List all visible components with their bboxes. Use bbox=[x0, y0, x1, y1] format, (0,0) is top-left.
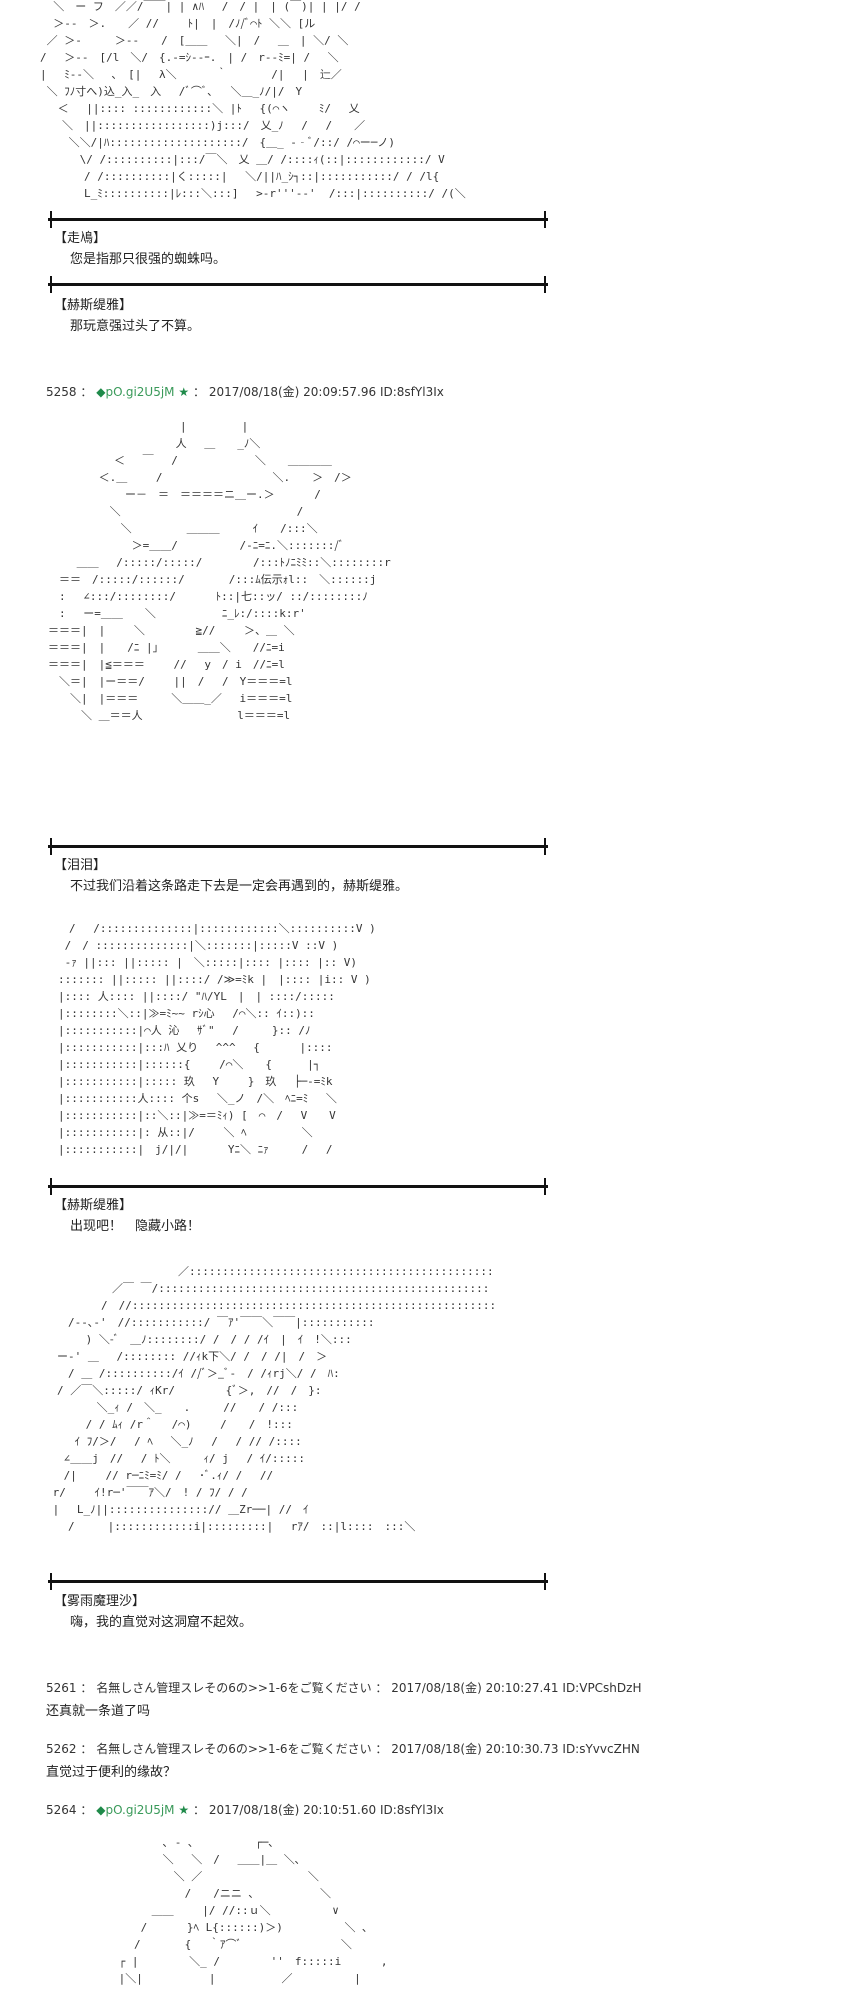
trip-code: pO.gi2U5jM bbox=[105, 385, 175, 399]
divider-rule bbox=[48, 276, 548, 293]
post-header-5258: 5258 ： ◆pO.gi2U5jM ★ ： 2017/08/18(金) 20:… bbox=[46, 383, 444, 400]
post-id: ID:sYvvcZHN bbox=[562, 1742, 640, 1756]
speaker-label: 【赫斯缇雅】 bbox=[54, 1198, 133, 1213]
post-id: ID:8sfYl3Ix bbox=[379, 1803, 444, 1817]
divider-rule bbox=[48, 838, 548, 855]
dialogue-line: 嗨，我的直觉对这洞窟不起效。 bbox=[70, 1615, 253, 1630]
separator: ： bbox=[192, 1803, 205, 1817]
poster-name: 名無しさん管理スレその6の>>1-6をご覧ください bbox=[96, 1681, 372, 1695]
ascii-art-block-5: ､ ‐ ､ ┌─､ ＼ ＼ / ＿＿|＿ ＼､ ＼ ／ ＼ / /ニニ ､ ＼ … bbox=[118, 1836, 388, 1985]
star-icon: ★ bbox=[178, 1803, 190, 1817]
ascii-art-block-3: / /::::::::::::::|::::::::::::＼:::::::::… bbox=[58, 922, 376, 1156]
post-header-5261: 5261 ： 名無しさん管理スレその6の>>1-6をご覧ください ： 2017/… bbox=[46, 1679, 641, 1696]
separator: ： bbox=[80, 385, 93, 399]
ascii-art-block-1: ＼ ー フ ／／/￣￣| | ∧ﾊ / / | | (￣)| | |/ / ＞-… bbox=[40, 0, 466, 200]
post-number[interactable]: 5262 bbox=[46, 1742, 77, 1756]
separator: ： bbox=[80, 1803, 93, 1817]
post-id: ID:8sfYl3Ix bbox=[379, 385, 444, 399]
star-icon: ★ bbox=[178, 385, 190, 399]
ascii-art-block-4: ／:::::::::::::::::::::::::::::::::::::::… bbox=[52, 1265, 497, 1533]
post-body: 直觉过于便利的缘故？ bbox=[46, 1765, 177, 1780]
post-header-5262: 5262 ： 名無しさん管理スレその6の>>1-6をご覧ください ： 2017/… bbox=[46, 1740, 640, 1757]
divider-rule bbox=[48, 211, 548, 228]
dialogue-line: 出现吧！ 隐藏小路！ bbox=[70, 1219, 201, 1234]
separator: ： bbox=[375, 1742, 388, 1756]
post-number[interactable]: 5264 bbox=[46, 1803, 77, 1817]
speaker-label: 【走鳰】 bbox=[54, 231, 107, 246]
trip-code: pO.gi2U5jM bbox=[105, 1803, 175, 1817]
speaker-label: 【雾雨魔理沙】 bbox=[54, 1594, 146, 1609]
trip-diamond-icon: ◆ bbox=[96, 1803, 106, 1817]
dialogue-line: 那玩意强过头了不算。 bbox=[70, 319, 201, 334]
dialogue-line: 不过我们沿着这条路走下去是一定会再遇到的，赫斯缇雅。 bbox=[70, 879, 409, 894]
post-date: 2017/08/18(金) 20:10:27.41 bbox=[391, 1681, 559, 1695]
speaker-label: 【赫斯缇雅】 bbox=[54, 298, 133, 313]
post-body: 还真就一条道了吗 bbox=[46, 1704, 151, 1719]
post-number[interactable]: 5261 bbox=[46, 1681, 77, 1695]
post-date: 2017/08/18(金) 20:10:30.73 bbox=[391, 1742, 559, 1756]
post-number[interactable]: 5258 bbox=[46, 385, 77, 399]
separator: ： bbox=[80, 1681, 93, 1695]
post-date: 2017/08/18(金) 20:10:51.60 bbox=[208, 1803, 377, 1817]
separator: ： bbox=[375, 1681, 388, 1695]
ascii-art-block-2: | | 人 ＿ _ﾉ＼ ＜ ￣ / ＼ ＿＿＿＿ ＜.＿ / ＼. ＞ /＞ ー… bbox=[48, 420, 391, 722]
divider-rule bbox=[48, 1178, 548, 1195]
post-header-5264: 5264 ： ◆pO.gi2U5jM ★ ： 2017/08/18(金) 20:… bbox=[46, 1801, 444, 1818]
divider-rule bbox=[48, 1573, 548, 1590]
post-id: ID:VPCshDzH bbox=[562, 1681, 642, 1695]
speaker-label: 【泪泪】 bbox=[54, 858, 107, 873]
trip-diamond-icon: ◆ bbox=[96, 385, 106, 399]
dialogue-line: 您是指那只很强的蜘蛛吗。 bbox=[70, 252, 227, 267]
separator: ： bbox=[80, 1742, 93, 1756]
separator: ： bbox=[192, 385, 205, 399]
poster-name: 名無しさん管理スレその6の>>1-6をご覧ください bbox=[96, 1742, 372, 1756]
post-date: 2017/08/18(金) 20:09:57.96 bbox=[208, 385, 377, 399]
